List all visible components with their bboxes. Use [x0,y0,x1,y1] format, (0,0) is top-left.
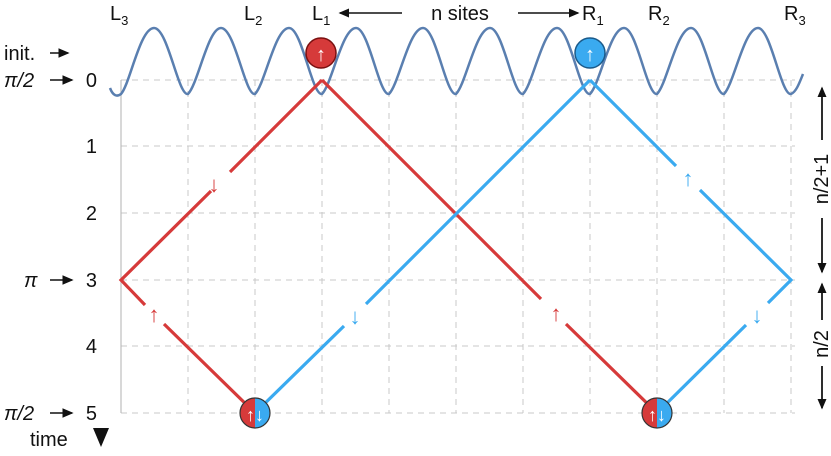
atom-final-right: ↑↓ [641,397,673,429]
tick-1: 1 [86,136,97,158]
tick-4: 4 [86,336,97,358]
site-R3: R3 [784,3,806,28]
time-ticks: 0 1 2 3 4 5 [86,70,97,425]
site-R2: R2 [648,3,670,28]
pulse-init-label: init. [4,43,35,65]
site-L1: L1 [312,3,330,28]
atom-blue-initial-spin: ↑ [585,44,595,66]
tick-2: 2 [86,203,97,225]
blue-spin-up-1: ↑ [683,166,694,191]
site-R1: R1 [582,3,604,28]
grid [120,79,795,414]
tick-0: 0 [86,70,97,92]
atom-red-initial-spin: ↑ [316,44,326,66]
site-L3: L3 [110,3,128,28]
red-spin-down-1: ↓ [209,172,220,197]
site-L2: L2 [244,3,262,28]
tick-3: 3 [86,270,97,292]
red-trajectory [118,78,659,415]
tick-5: 5 [86,403,97,425]
atom-final-left-spins: ↑↓ [246,405,264,425]
lattice-potential [108,26,805,97]
time-label-group: time [30,428,109,451]
bracket-upper-label: n/2+1 [811,154,831,205]
blue-trajectory [253,78,794,415]
right-bracket-upper: n/2+1 [811,86,831,274]
atom-red-initial: ↑ [305,37,337,69]
time-arrow-icon [93,428,109,447]
blue-spin-down-2: ↓ [752,303,763,328]
atom-final-right-spins: ↑↓ [648,405,666,425]
n-sites-span: n sites [338,3,580,25]
bracket-lower-label: n/2 [811,330,831,358]
red-spin-up-2: ↑ [551,301,562,326]
site-labels: L3 L2 L1 R1 R2 R3 [110,3,806,28]
pulse-labels: init. π/2 π π/2 [4,43,74,425]
n-sites-label: n sites [431,3,489,25]
red-spin-up-1: ↑ [149,302,160,327]
time-label: time [30,429,68,451]
pulse-pi-half-top: π/2 [4,70,34,92]
pulse-pi-half-bottom: π/2 [4,403,34,425]
right-bracket-lower: n/2 [811,282,831,410]
atom-blue-initial: ↑ [574,37,606,69]
atom-final-left: ↑↓ [239,397,271,429]
pulse-pi: π [24,270,38,292]
blue-spin-down-1: ↓ [350,304,361,329]
